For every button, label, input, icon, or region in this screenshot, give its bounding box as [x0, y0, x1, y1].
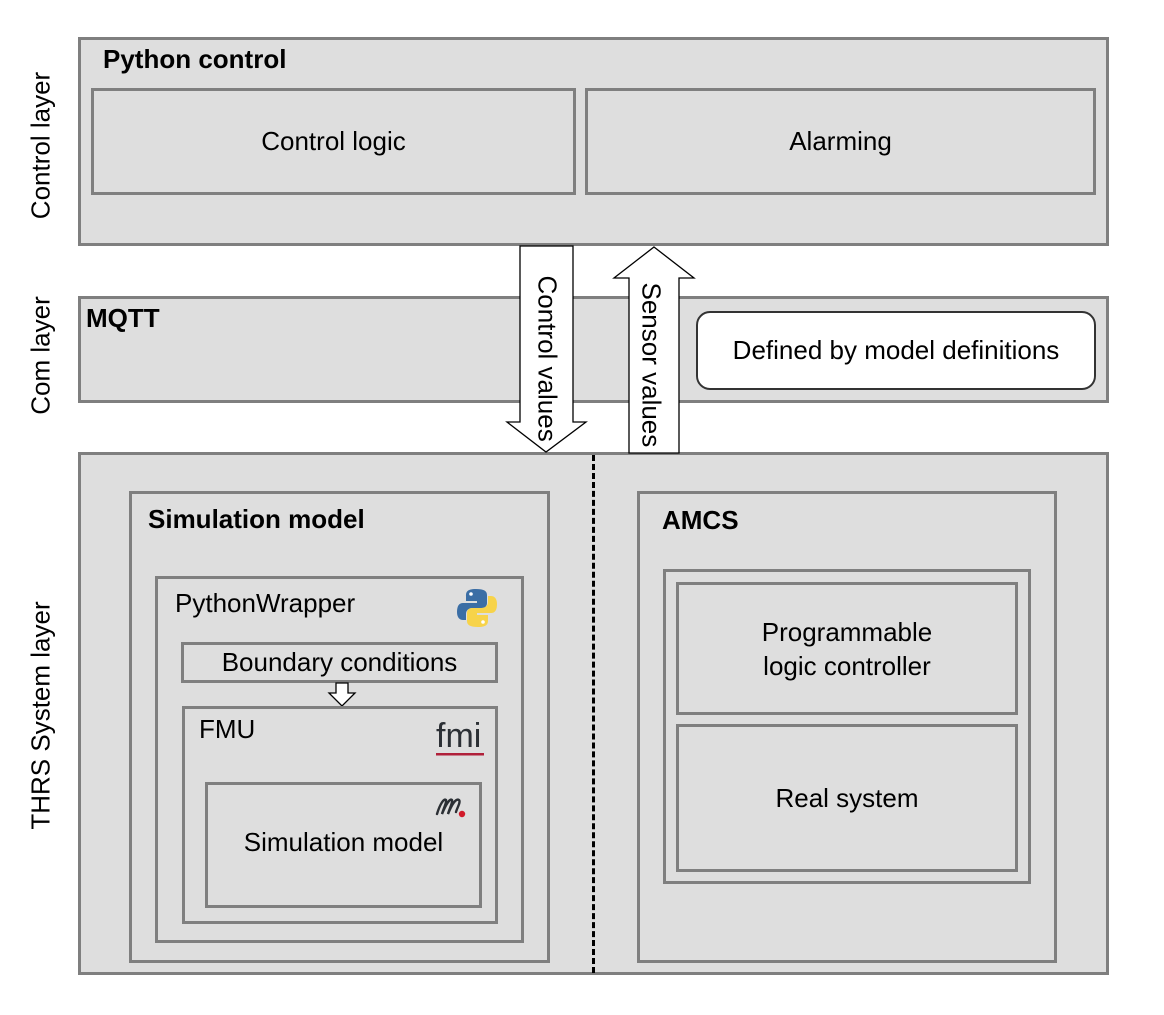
control-values-label: Control values — [532, 275, 563, 442]
fmi-logo-icon: fmi — [436, 717, 484, 756]
simulation-model-title: Simulation model — [148, 504, 365, 534]
sensor-values-arrow — [612, 246, 696, 454]
mqtt-title: MQTT — [86, 303, 160, 333]
model-definitions-note: Defined by model definitions — [696, 311, 1096, 390]
boundary-conditions-label: Boundary conditions — [221, 647, 458, 677]
alarming-label: Alarming — [789, 126, 892, 156]
control-layer-label: Control layer — [25, 71, 56, 220]
python-logo-icon — [457, 589, 497, 627]
python-wrapper-label: PythonWrapper — [175, 588, 356, 618]
system-layer-label: THRS System layer — [25, 601, 56, 830]
system-divider — [592, 455, 595, 973]
com-layer-label: Com layer — [25, 296, 56, 415]
control-logic-label: Control logic — [261, 126, 406, 156]
plc-label-line2: logic controller — [763, 650, 931, 681]
real-system-box: Real system — [676, 724, 1018, 872]
fmu-label: FMU — [199, 714, 256, 744]
plc-box: Programmable logic controller — [676, 582, 1018, 715]
amcs-title: AMCS — [662, 505, 739, 535]
python-control-title: Python control — [103, 44, 287, 74]
boundary-conditions-box: Boundary conditions — [181, 642, 498, 683]
alarming-block: Alarming — [585, 88, 1096, 195]
modelica-logo-icon — [435, 798, 466, 818]
inner-simulation-model-label: Simulation model — [243, 826, 444, 857]
model-definitions-label: Defined by model definitions — [732, 335, 1060, 365]
svg-text:fmi: fmi — [436, 717, 481, 755]
plc-label-line1: Programmable — [761, 616, 933, 647]
control-values-arrow — [505, 245, 588, 453]
sensor-values-label: Sensor values — [636, 282, 667, 448]
control-logic-block: Control logic — [91, 88, 576, 195]
real-system-label: Real system — [775, 782, 919, 813]
boundary-to-fmu-arrow — [327, 682, 357, 707]
inner-simulation-model-box: Simulation model — [205, 782, 482, 908]
